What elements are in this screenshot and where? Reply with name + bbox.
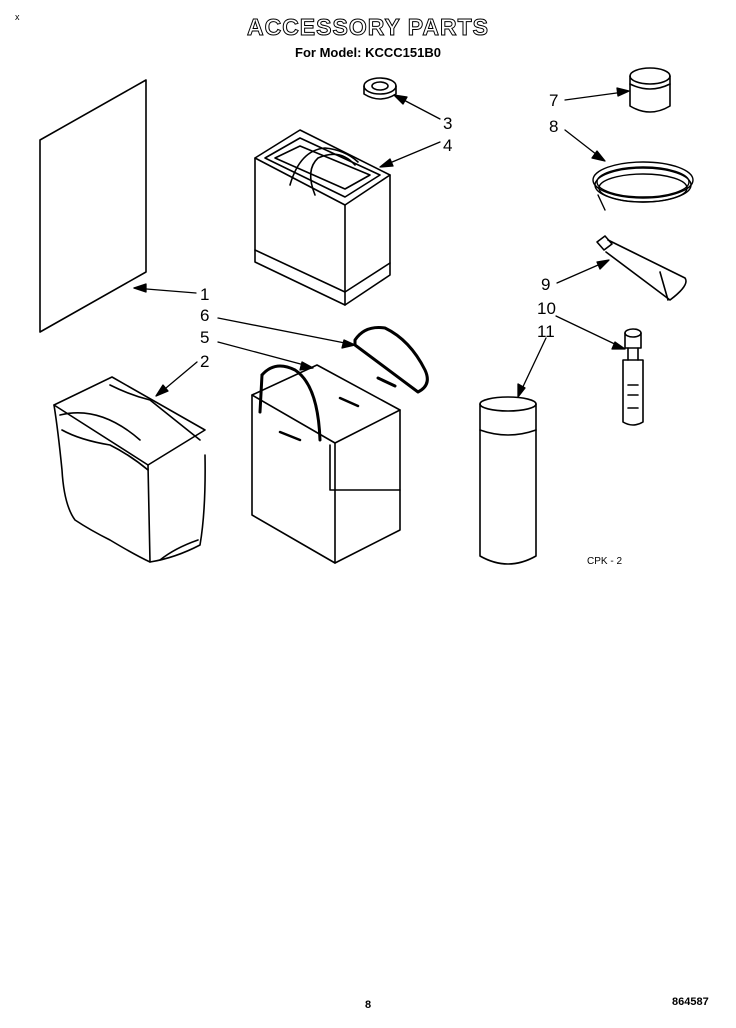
leader-5 — [217, 341, 309, 367]
part-3-cap — [363, 77, 397, 100]
part-10-valve — [622, 328, 644, 426]
part-4-filter — [254, 129, 391, 306]
callout-9: 9 — [541, 275, 551, 294]
part-8-hose — [592, 161, 694, 211]
part-9-tube — [596, 235, 687, 301]
part-2-bag — [53, 376, 206, 563]
callout-7: 7 — [549, 91, 559, 110]
leader-11 — [519, 337, 547, 394]
callout-10: 10 — [537, 299, 556, 318]
part-6-gasket — [353, 326, 429, 394]
diagram-code: CPK - 2 — [587, 556, 623, 567]
callout-3: 3 — [443, 114, 453, 133]
leader-6 — [217, 317, 351, 345]
page-subtitle: For Model: KCCC151B0 — [295, 45, 441, 60]
part-5-holder — [251, 364, 401, 564]
callout-2: 2 — [200, 352, 210, 371]
corner-mark: x — [15, 12, 20, 22]
leader-9 — [556, 261, 606, 284]
callout-6: 6 — [200, 306, 210, 325]
page-number: 8 — [365, 999, 372, 1011]
leader-7 — [564, 91, 625, 101]
page-title: ACCESSORY PARTS — [246, 14, 490, 41]
callout-1: 1 — [200, 285, 210, 304]
leader-lines — [133, 87, 630, 398]
callout-5: 5 — [200, 328, 210, 347]
part-7-jar — [629, 67, 671, 113]
callout-11: 11 — [537, 322, 555, 341]
part-1-panel — [39, 79, 147, 333]
document-number: 864587 — [672, 996, 709, 1008]
callout-8: 8 — [549, 117, 559, 136]
part-11-can — [479, 396, 537, 565]
leader-10 — [555, 315, 622, 348]
leader-4 — [384, 141, 441, 166]
callout-4: 4 — [443, 136, 453, 155]
